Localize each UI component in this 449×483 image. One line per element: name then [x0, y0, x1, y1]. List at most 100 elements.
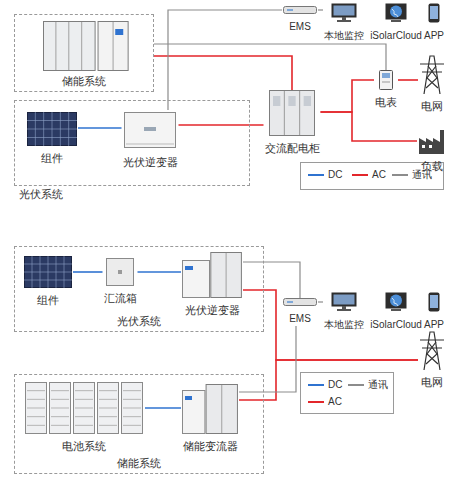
node-label: 本地监控	[324, 318, 364, 331]
legend-line-sample	[392, 174, 408, 176]
node-label: 储能变流器	[183, 440, 238, 453]
node-label: APP	[424, 29, 444, 42]
panel-icon	[27, 112, 77, 146]
mon-icon	[331, 292, 357, 312]
ac-line	[321, 112, 418, 141]
legend-line-sample	[352, 174, 368, 176]
ems-icon	[283, 6, 317, 14]
pcs-icon	[182, 384, 238, 434]
label-row: 汇流箱	[103, 288, 138, 306]
legend-item: DC	[308, 169, 342, 181]
phone-icon	[428, 292, 440, 312]
comm-line	[318, 301, 323, 302]
group-label: 光伏系统	[19, 188, 63, 201]
legend-line-sample	[308, 401, 324, 403]
legend-text: AC	[328, 396, 342, 407]
power-conversion-system: 储能变流器	[181, 384, 239, 454]
label-row: 组件	[26, 148, 78, 166]
node-label: EMS	[289, 20, 311, 33]
label-row: EMS	[282, 308, 318, 326]
grid-tower: 电网	[418, 54, 446, 114]
node-label: iSolarCloud	[370, 29, 422, 42]
legend-text: DC	[328, 379, 342, 390]
label-row: iSolarCloud	[369, 314, 423, 332]
dc-line	[73, 271, 103, 273]
node-label: 汇流箱	[104, 292, 137, 305]
pv-module: 组件	[26, 112, 78, 166]
dc-line	[145, 407, 181, 409]
pv-module: 组件	[23, 256, 73, 308]
node-label: 电网	[421, 376, 443, 389]
electric-meter: 电表	[374, 70, 398, 110]
ac-line	[154, 56, 292, 90]
node-label: 光伏逆变器	[185, 304, 240, 317]
node-label: iSolarCloud	[370, 318, 422, 331]
node-label: APP	[424, 318, 444, 331]
label-row: iSolarCloud	[369, 25, 423, 43]
node-label: EMS	[289, 312, 311, 325]
label-row: 储能变流器	[181, 436, 239, 454]
pv-system-group: 光伏系统组件光伏逆变器	[14, 100, 250, 186]
inv-icon	[124, 110, 176, 150]
group-label: 光伏系统	[117, 315, 161, 328]
legend-text: AC	[372, 169, 386, 180]
legend-text: DC	[328, 169, 342, 180]
ac-line	[398, 79, 418, 81]
comm-line	[168, 10, 282, 110]
legend-item: 通讯	[392, 169, 432, 181]
legend-item: DC	[308, 379, 342, 391]
node-label: 组件	[41, 152, 63, 165]
legend-text: 通讯	[368, 379, 388, 390]
comm-line	[154, 44, 386, 70]
label-row: 本地监控	[323, 314, 365, 332]
cloud-platform: iSolarCloud	[369, 292, 423, 332]
node-label: 组件	[37, 294, 59, 307]
globe-icon	[385, 3, 407, 23]
comm-line	[318, 9, 323, 10]
node-label: 本地监控	[324, 29, 364, 42]
comm-line	[243, 262, 300, 298]
ems-device: EMS	[282, 298, 318, 326]
cloud-platform: iSolarCloud	[369, 3, 423, 43]
load-factory: 负载	[417, 128, 447, 174]
panel-icon	[24, 256, 72, 288]
ems-device: EMS	[282, 6, 318, 34]
label-row: 光伏逆变器	[122, 152, 179, 170]
node-label: 光伏逆变器	[123, 156, 178, 169]
storage-system-group: 储能系统	[14, 14, 154, 92]
label-row: EMS	[282, 16, 318, 34]
ac-distribution-cabinet: 交流配电柜	[264, 90, 321, 156]
box-icon	[106, 258, 134, 286]
battery-system: 电池系统	[23, 382, 145, 454]
legend-item: AC	[308, 396, 342, 408]
cab-icon	[269, 90, 315, 136]
meter-icon	[379, 70, 393, 90]
label-row: 本地监控	[323, 25, 365, 43]
mobile-app: APP	[423, 292, 446, 332]
local-monitor: 本地监控	[323, 3, 365, 43]
legend-text: 通讯	[412, 169, 432, 180]
pv-inverter: 光伏逆变器	[181, 252, 243, 318]
group-label: 储能系统	[62, 75, 106, 88]
legend-item: 通讯	[348, 379, 388, 391]
node-label: 电池系统	[62, 440, 106, 453]
grid-tower: 电网	[418, 330, 446, 390]
ac-line	[321, 80, 375, 112]
dc-line	[78, 127, 122, 129]
node-label: 电表	[375, 96, 397, 109]
node-label: 交流配电柜	[265, 142, 320, 155]
label-row: 电表	[374, 92, 398, 110]
tower-icon	[419, 54, 445, 94]
ems-icon	[283, 298, 317, 306]
legend-line-sample	[308, 174, 324, 176]
local-monitor: 本地监控	[323, 292, 365, 332]
legend-box	[300, 372, 394, 414]
storage-system-group: 储能系统电池系统储能变流器	[14, 374, 264, 474]
label-row: 光伏逆变器	[181, 300, 243, 318]
legend-line-sample	[308, 384, 324, 386]
storage-cabinet-illustration	[43, 21, 129, 71]
label-row: 组件	[23, 290, 73, 308]
inv2-icon	[182, 252, 242, 298]
mon-icon	[331, 3, 357, 23]
